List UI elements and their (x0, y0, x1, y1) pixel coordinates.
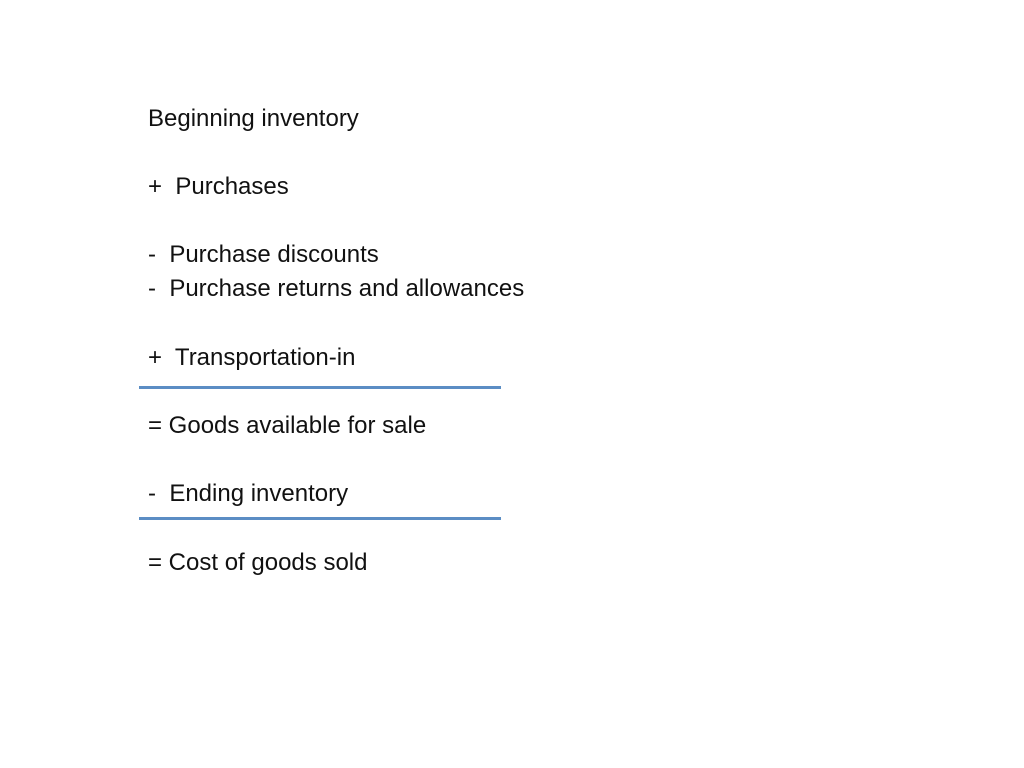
line-purchase-discounts: - Purchase discounts (148, 241, 379, 268)
line-ending-inventory: - Ending inventory (148, 480, 349, 507)
total-rule (139, 517, 501, 520)
line-beginning-inventory: Beginning inventory (148, 105, 359, 132)
line-goods-available: = Goods available for sale (148, 412, 427, 439)
line-transportation-in: + Transportation-in (148, 344, 356, 371)
line-cost-of-goods-sold: = Cost of goods sold (148, 549, 368, 576)
line-purchases: + Purchases (148, 173, 289, 200)
subtotal-rule (139, 386, 501, 389)
line-purchase-returns: - Purchase returns and allowances (148, 275, 525, 302)
